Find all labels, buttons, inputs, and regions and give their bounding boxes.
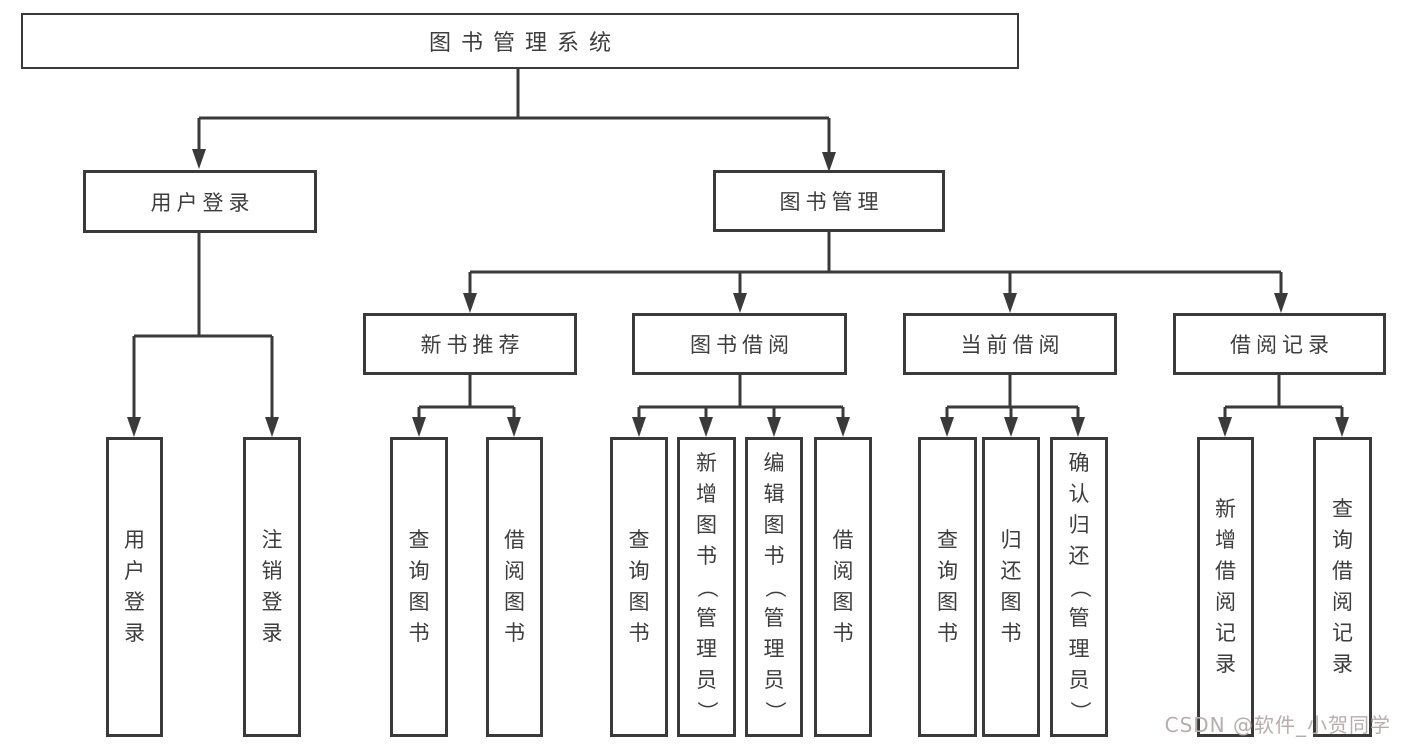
leaf-add-books-admin: 新增图书（管理员） (677, 437, 736, 737)
leaf-add-borrow-record: 新增借阅记录 (1197, 437, 1254, 737)
leaf-confirm-return-admin-label: 确认归还（管理员） (1067, 450, 1092, 722)
leaf-return-books: 归还图书 (982, 437, 1040, 737)
leaf-user-login-label: 用户登录 (124, 528, 145, 645)
node-user-login-label: 用户登录 (150, 190, 255, 215)
watermark: CSDN @软件_小贺同学 (1164, 713, 1391, 737)
leaf-recommend-query-books-label: 查询图书 (408, 528, 430, 645)
leaf-logout: 注销登录 (243, 437, 301, 737)
leaf-edit-books-admin-label: 编辑图书（管理员） (762, 450, 787, 722)
node-borrowing-records-label: 借阅记录 (1230, 333, 1334, 357)
leaf-recommend-borrow-books: 借阅图书 (486, 437, 543, 737)
leaf-user-login: 用户登录 (106, 437, 163, 737)
node-book-management-label: 图书管理 (779, 190, 884, 214)
node-user-login: 用户登录 (83, 170, 317, 233)
node-current-borrowing: 当前借阅 (903, 313, 1117, 375)
leaf-logout-label: 注销登录 (261, 528, 283, 645)
node-current-borrowing-label: 当前借阅 (960, 333, 1065, 357)
leaf-query-borrow-record: 查询借阅记录 (1313, 437, 1372, 737)
leaf-edit-books-admin: 编辑图书（管理员） (745, 437, 803, 737)
leaf-borrowing-query-books-label: 查询图书 (628, 528, 650, 645)
leaf-add-borrow-record-label: 新增借阅记录 (1215, 497, 1236, 676)
leaf-borrow-books: 借阅图书 (814, 437, 872, 737)
leaf-recommend-query-books: 查询图书 (390, 437, 448, 737)
arrowheads (127, 149, 1349, 437)
leaf-recommend-borrow-books-label: 借阅图书 (504, 528, 525, 645)
node-new-book-recommend-label: 新书推荐 (420, 333, 525, 357)
leaf-current-query-books: 查询图书 (918, 437, 977, 737)
node-root-label: 图书管理系统 (428, 31, 621, 56)
leaf-query-borrow-record-label: 查询借阅记录 (1332, 497, 1353, 676)
leaf-borrowing-query-books: 查询图书 (610, 437, 668, 737)
node-book-borrowing: 图书借阅 (632, 313, 847, 375)
leaf-current-query-books-label: 查询图书 (937, 528, 958, 645)
node-borrowing-records: 借阅记录 (1173, 313, 1386, 375)
leaf-return-books-label: 归还图书 (1000, 528, 1022, 645)
leaf-borrow-books-label: 借阅图书 (832, 528, 854, 645)
node-new-book-recommend: 新书推荐 (363, 313, 577, 375)
node-book-borrowing-label: 图书借阅 (690, 333, 794, 357)
leaf-confirm-return-admin: 确认归还（管理员） (1050, 437, 1108, 737)
node-root: 图书管理系统 (21, 13, 1019, 69)
node-book-management: 图书管理 (713, 170, 945, 232)
leaf-add-books-admin-label: 新增图书（管理员） (695, 450, 719, 722)
